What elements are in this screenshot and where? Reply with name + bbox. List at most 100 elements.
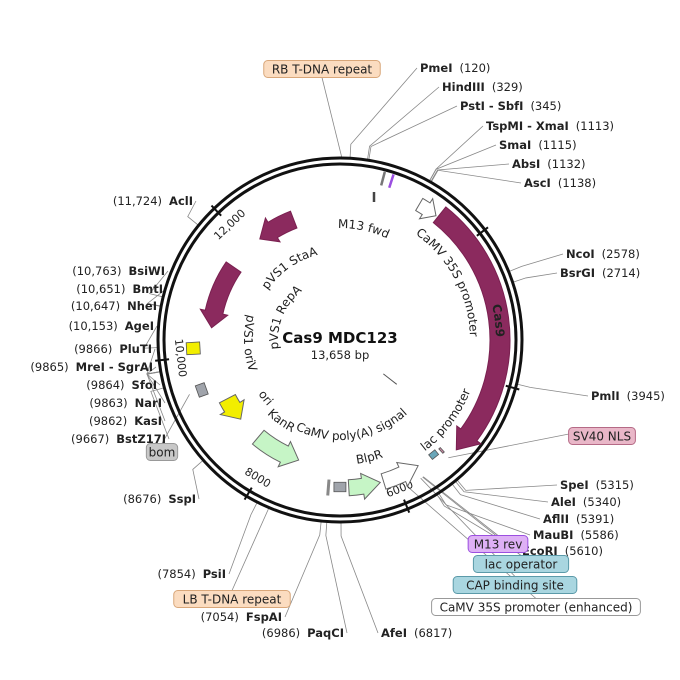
enzyme-position: (10,763) [72,264,121,278]
camv-35s-promoter-enhanced-callout[interactable]: CaMV 35S promoter (enhanced) [431,598,641,616]
enzyme-site-acli[interactable]: (11,724)AclI [113,194,193,208]
enzyme-site-spei[interactable]: SpeI(5315) [560,478,634,492]
enzyme-label[interactable]: SpeI(5315) [560,478,634,492]
enzyme-label[interactable]: AscI(1138) [524,176,596,190]
enzyme-site-tspmi-xmai[interactable]: TspMI - XmaI(1113) [486,119,614,133]
pvs1-oriv-feature[interactable] [185,341,201,356]
enzyme-label[interactable]: (9667)BstZ17I [71,432,166,446]
enzyme-site-psti-sbfi[interactable]: PstI - SbfI(345) [460,99,561,113]
enzyme-position: (3945) [627,389,665,403]
enzyme-site-pmli[interactable]: PmlI(3945) [591,389,665,403]
lac-promoter-feature[interactable] [428,449,440,461]
enzyme-name: SspI [168,492,196,506]
enzyme-site-ncoi[interactable]: NcoI(2578) [566,247,640,261]
enzyme-position: (1138) [558,176,596,190]
enzyme-site-pluti[interactable]: (9866)PluTI [74,342,152,356]
enzyme-label[interactable]: (10,763)BsiWI [72,264,165,278]
enzyme-label[interactable]: PmlI(3945) [591,389,665,403]
enzyme-label[interactable]: PstI - SbfI(345) [460,99,561,113]
leader-line [228,502,258,575]
camv-35s-promoter-feature[interactable] [415,197,437,220]
kanr-feature[interactable] [251,429,300,468]
rb-t-dna-repeat-callout[interactable]: RB T-DNA repeat [263,60,381,78]
enzyme-site-bmti[interactable]: (10,651)BmtI [76,282,163,296]
enzyme-name: BsrGI [560,266,595,280]
enzyme-label[interactable]: SmaI(1115) [499,138,577,152]
pvs1-repa-feature[interactable] [199,261,242,329]
camv-poly-a-signal-feature[interactable] [333,481,347,493]
enzyme-site-afei[interactable]: AfeI(6817) [381,626,452,640]
enzyme-site-maubi[interactable]: MauBI(5586) [533,528,619,542]
lac-operator-callout[interactable]: lac operator [472,555,570,573]
enzyme-label[interactable]: (10,153)AgeI [69,319,154,333]
enzyme-site-paqci[interactable]: (6986)PaqCI [262,626,344,640]
enzyme-label[interactable]: MauBI(5586) [533,528,619,542]
enzyme-label[interactable]: AflII(5391) [543,512,614,526]
m13-rev-callout[interactable]: M13 rev [467,535,529,553]
enzyme-label[interactable]: PmeI(120) [420,61,490,75]
enzyme-label[interactable]: (10,647)NheI [71,299,157,313]
camv-35s-promoter-enhanced-feature[interactable] [380,461,419,490]
enzyme-position: (9865) [30,360,68,374]
bom-feature[interactable] [194,382,209,398]
enzyme-site-fspai[interactable]: (7054)FspAI [201,610,282,624]
sv40-nls-callout[interactable]: SV40 NLS [568,427,636,445]
enzyme-site-bsiwi[interactable]: (10,763)BsiWI [72,264,165,278]
cas9-feature[interactable] [432,206,511,451]
enzyme-label[interactable]: (7854)PsiI [157,567,226,581]
bom-callout[interactable]: bom [145,443,179,461]
enzyme-label[interactable]: (10,651)BmtI [76,282,163,296]
lb-t-dna-repeat-callout[interactable]: LB T-DNA repeat [173,590,291,608]
m13-fwd-feature[interactable] [388,174,395,189]
enzyme-site-sspi[interactable]: (8676)SspI [123,492,196,506]
callout-label: RB T-DNA repeat [272,63,373,77]
tick-mark [210,204,222,217]
enzyme-label[interactable]: AbsI(1132) [512,157,586,171]
callout-label: bom [149,446,176,460]
enzyme-label[interactable]: NcoI(2578) [566,247,640,261]
enzyme-position: (2578) [602,247,640,261]
enzyme-site-smai[interactable]: SmaI(1115) [499,138,577,152]
enzyme-site-nhei[interactable]: (10,647)NheI [71,299,157,313]
enzyme-label[interactable]: (9862)KasI [89,414,162,428]
enzyme-label[interactable]: BsrGI(2714) [560,266,640,280]
enzyme-site-ecori[interactable]: EcoRI(5610) [522,544,603,558]
enzyme-label[interactable]: (9863)NarI [89,396,162,410]
enzyme-site-psii[interactable]: (7854)PsiI [157,567,226,581]
enzyme-label[interactable]: (8676)SspI [123,492,196,506]
enzyme-site-bsrgi[interactable]: BsrGI(2714) [560,266,640,280]
ori-feature[interactable] [218,393,245,420]
enzyme-label[interactable]: TspMI - XmaI(1113) [486,119,614,133]
enzyme-site-pmei[interactable]: PmeI(120) [420,61,490,75]
enzyme-site-sfoi[interactable]: (9864)SfoI [86,378,157,392]
enzyme-label[interactable]: (9866)PluTI [74,342,152,356]
enzyme-site-hindiii[interactable]: HindIII(329) [442,80,523,94]
enzyme-site-asci[interactable]: AscI(1138) [524,176,596,190]
enzyme-site-kasi[interactable]: (9862)KasI [89,414,162,428]
enzyme-label[interactable]: (6986)PaqCI [262,626,344,640]
features [185,171,511,501]
enzyme-site-agei[interactable]: (10,153)AgeI [69,319,154,333]
blpr-feature[interactable] [347,472,382,501]
enzyme-label[interactable]: AfeI(6817) [381,626,452,640]
enzyme-site-nari[interactable]: (9863)NarI [89,396,162,410]
enzyme-site-absi[interactable]: AbsI(1132) [512,157,586,171]
marker-line [379,171,387,186]
pvs1-staa-feature[interactable] [259,210,298,243]
enzyme-label[interactable]: (9864)SfoI [86,378,157,392]
enzyme-label[interactable]: (7054)FspAI [201,610,282,624]
leader-line [340,522,379,634]
enzyme-label[interactable]: AleI(5340) [551,495,621,509]
enzyme-site-alei[interactable]: AleI(5340) [551,495,621,509]
tick-label: 8000 [242,465,273,491]
cap-binding-site-callout[interactable]: CAP binding site [452,576,578,594]
enzyme-site-mrei-sgrai[interactable]: (9865)MreI - SgrAI [30,360,153,374]
enzyme-label[interactable]: (11,724)AclI [113,194,193,208]
enzyme-label[interactable]: (9865)MreI - SgrAI [30,360,153,374]
enzyme-label[interactable]: HindIII(329) [442,80,523,94]
callout-box [173,590,291,608]
enzyme-site-bstz17i[interactable]: (9667)BstZ17I [71,432,166,446]
sv40-nls-feature[interactable] [438,446,445,454]
enzyme-site-aflii[interactable]: AflII(5391) [543,512,614,526]
enzyme-label[interactable]: EcoRI(5610) [522,544,603,558]
